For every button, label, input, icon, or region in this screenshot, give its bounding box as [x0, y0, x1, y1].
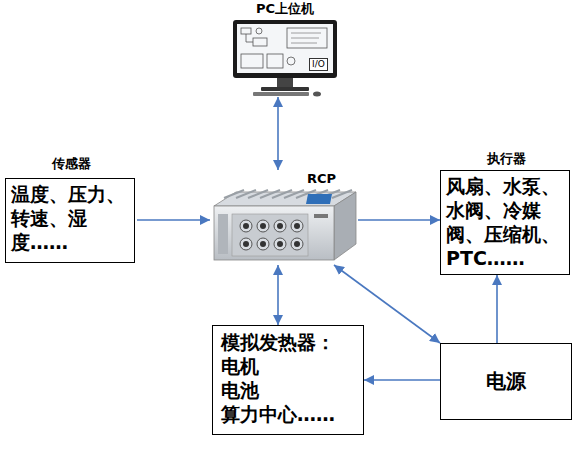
arrow-connector [364, 379, 440, 381]
arrow-connector [496, 275, 498, 343]
box-text: 模拟发热器： [221, 330, 355, 354]
node-heading: PC上位机 [225, 0, 345, 18]
rcp-device-node: RCP [210, 170, 358, 265]
power-box: 电源 [440, 343, 572, 420]
pc-host-node: PC上位机 [225, 0, 345, 97]
box-text: 电源 [486, 368, 526, 395]
text-box: 风扇、水泵、水阀、冷媒阀、压缩机、PTC…… [440, 170, 570, 275]
box-text: 风扇、水泵、水阀、冷媒阀、压缩机、PTC…… [446, 174, 565, 270]
box-text: 算力中心…… [221, 402, 355, 426]
heater-box: 模拟发热器：电机电池算力中心…… [212, 325, 364, 435]
arrow-connector [277, 97, 279, 170]
arrow-connector [137, 219, 210, 221]
screen-label: I/O [309, 58, 328, 71]
arrow-connector [358, 219, 440, 221]
box-text: 电机 [221, 354, 355, 378]
arrow-connector [334, 265, 440, 343]
node-heading: RCP [210, 170, 358, 188]
box-text: 电池 [221, 378, 355, 402]
node-heading: 传感器 [5, 150, 137, 178]
box-text: 温度、压力、转速、湿度…… [11, 182, 130, 254]
group-box: 传感器温度、压力、转速、湿度…… [5, 150, 137, 263]
rcp-device-illustration [210, 188, 358, 265]
arrow-connector [277, 265, 279, 325]
group-box: 执行器风扇、水泵、水阀、冷媒阀、压缩机、PTC…… [440, 148, 572, 275]
node-heading: 执行器 [440, 148, 572, 170]
text-box: 温度、压力、转速、湿度…… [5, 178, 135, 263]
